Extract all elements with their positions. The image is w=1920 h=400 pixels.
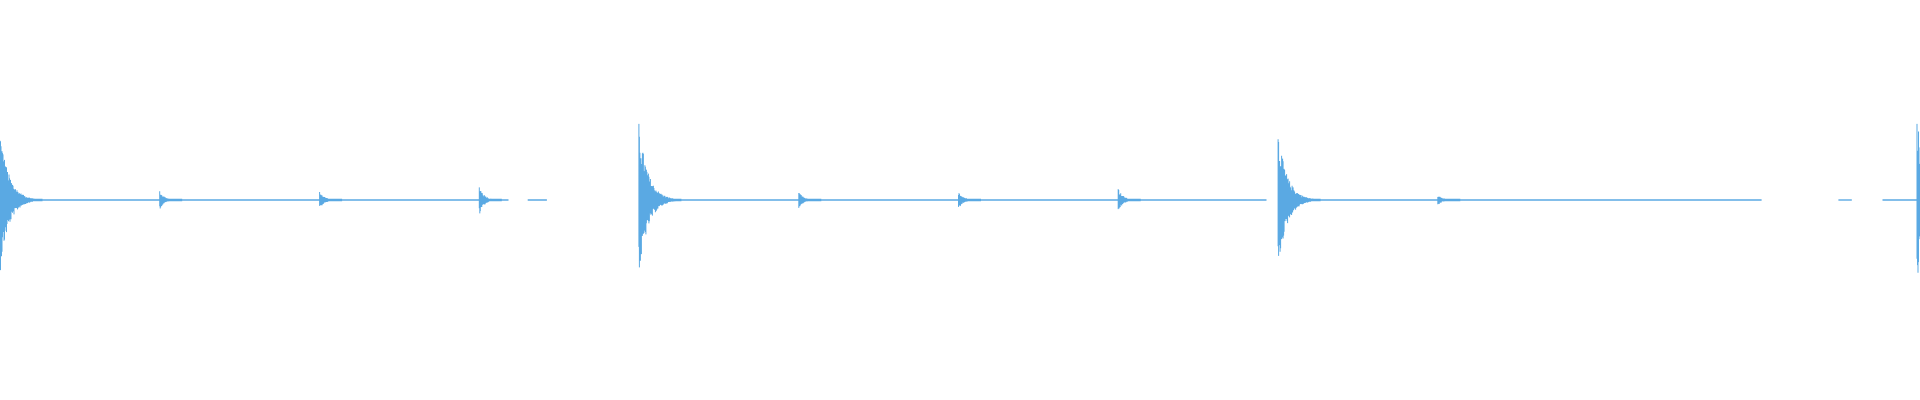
transient-envelope bbox=[159, 191, 183, 209]
transient-envelope bbox=[638, 123, 682, 268]
transient-envelope bbox=[1916, 123, 1920, 273]
waveform-transient bbox=[638, 123, 682, 268]
transient-envelope bbox=[1437, 196, 1461, 205]
waveform-transient bbox=[319, 192, 343, 206]
waveform-transient bbox=[1916, 123, 1920, 273]
transient-envelope bbox=[958, 193, 981, 207]
waveform-transient bbox=[958, 193, 981, 207]
waveform-transient bbox=[1437, 196, 1461, 205]
waveform-transient bbox=[0, 140, 43, 271]
waveform-transient bbox=[1277, 139, 1321, 256]
waveform-transient bbox=[798, 193, 822, 208]
transient-envelope bbox=[478, 187, 502, 214]
waveform-transient bbox=[159, 191, 183, 209]
transient-envelope bbox=[1117, 189, 1141, 210]
transient-envelope bbox=[1277, 139, 1321, 256]
waveform-transient bbox=[1117, 189, 1141, 210]
transient-envelope bbox=[319, 192, 343, 206]
waveform-transient bbox=[478, 187, 502, 214]
transient-envelope bbox=[798, 193, 822, 208]
transient-envelope bbox=[0, 140, 43, 271]
waveform-transients bbox=[0, 123, 1920, 273]
